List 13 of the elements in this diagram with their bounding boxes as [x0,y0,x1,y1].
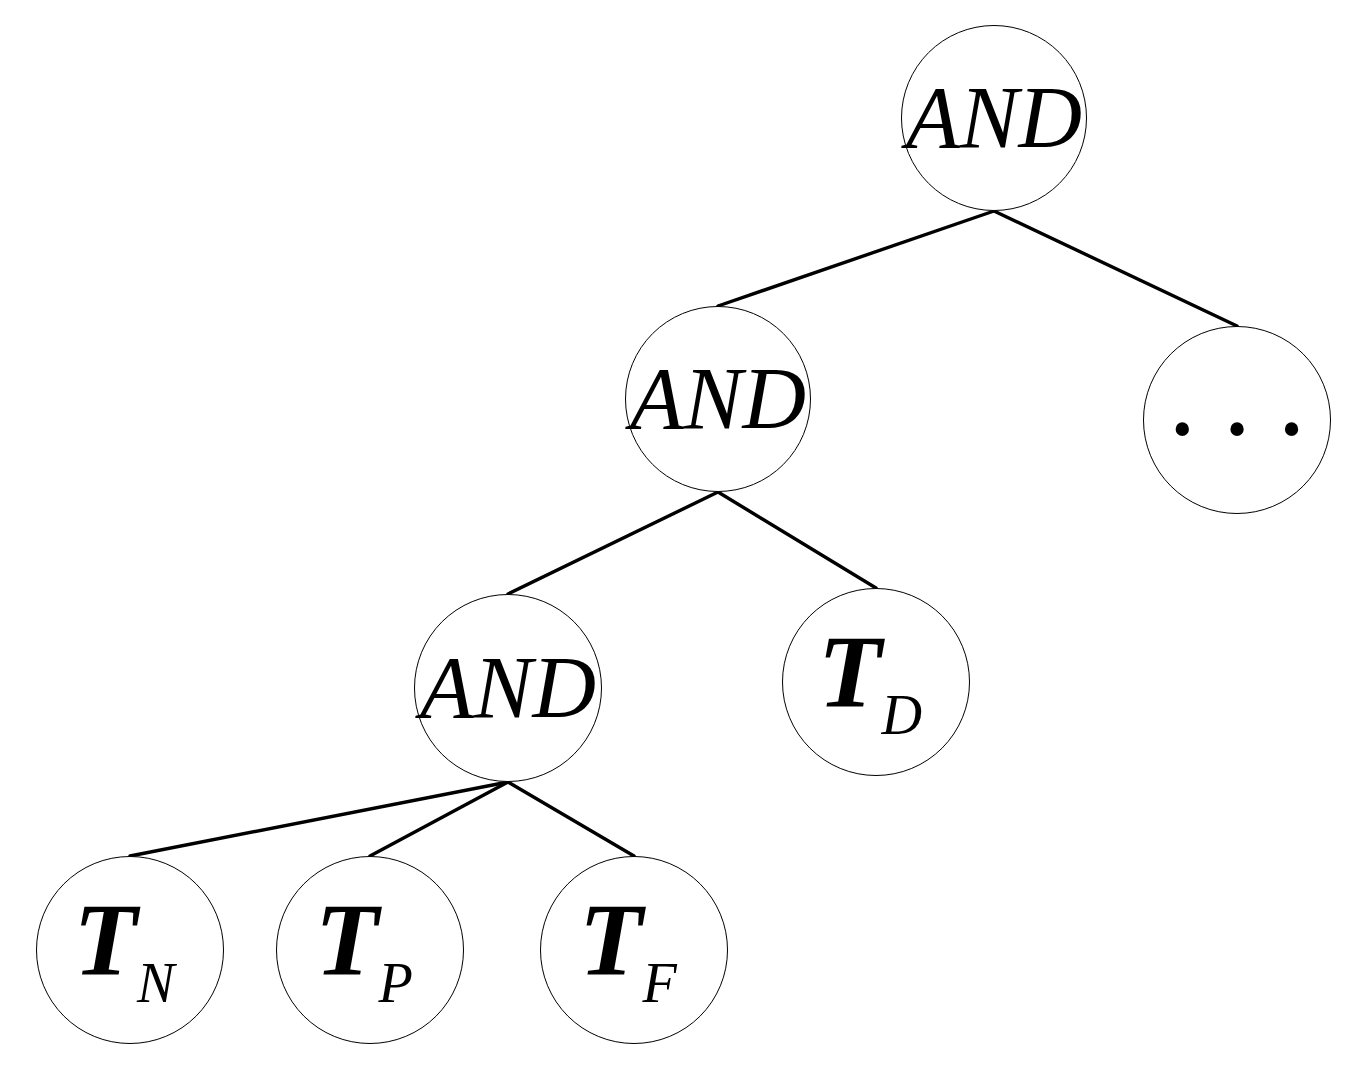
node-label: • • • [1171,399,1303,461]
node-label: T$_{P}$ [314,883,414,1017]
connector-line [716,490,878,590]
connector-line [506,780,636,858]
node-label: AND [414,637,608,739]
node-label: T$_{N}$ [72,883,178,1017]
node-label: AND [900,67,1094,169]
connector-line [716,209,996,308]
node-label: T$_{F}$ [578,883,679,1017]
connector-line [506,490,720,596]
node-label: AND [624,348,818,450]
connector-line [992,209,1239,328]
node-label: T$_{D}$ [816,615,924,749]
